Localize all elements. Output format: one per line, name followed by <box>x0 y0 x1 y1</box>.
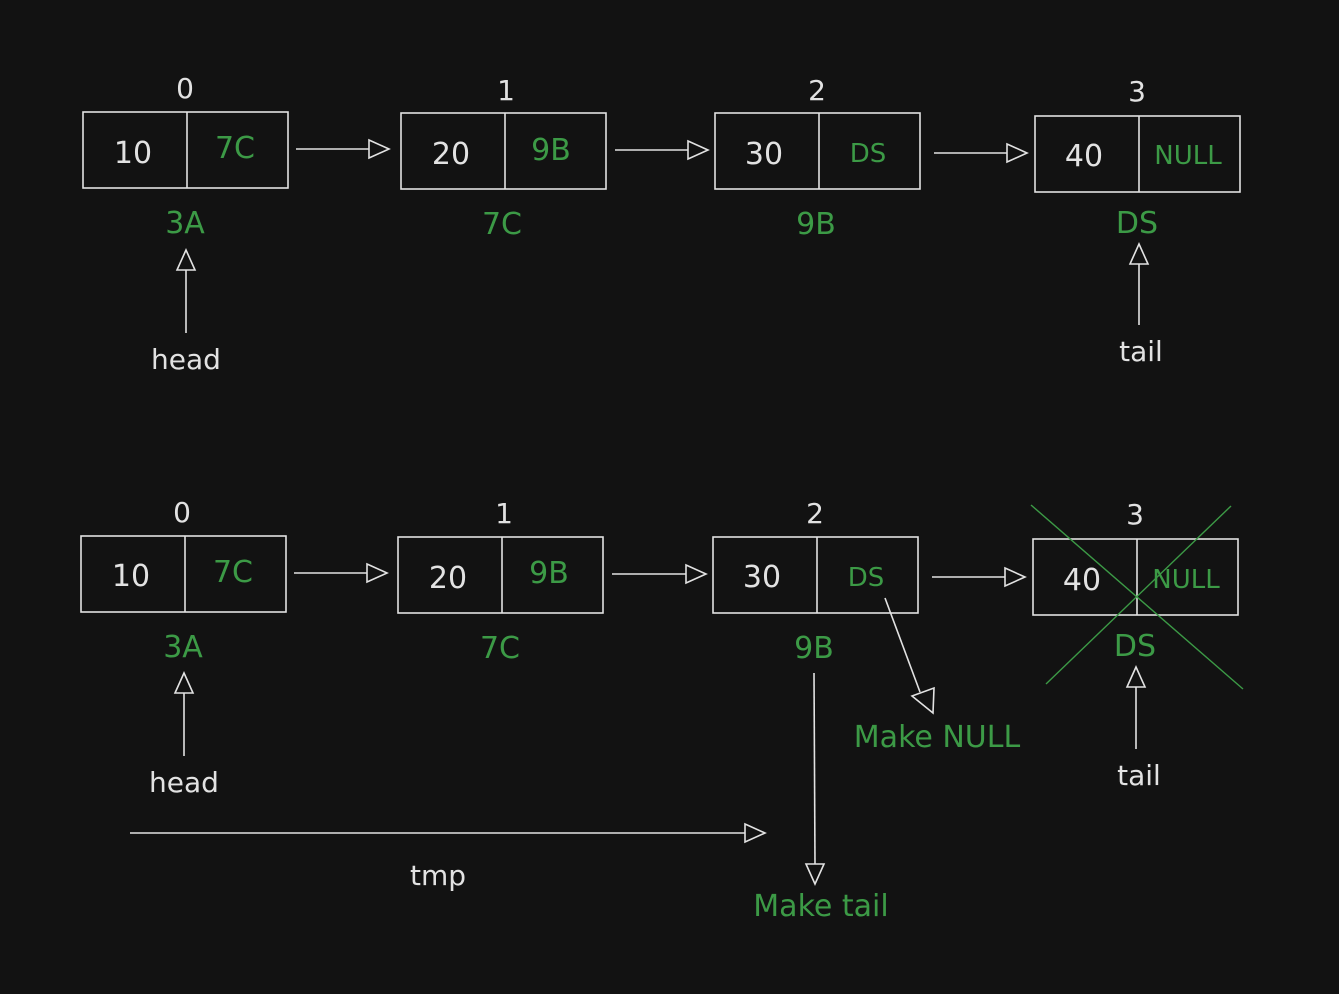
delete-cross-mark <box>1030 504 1244 690</box>
node-index: 1 <box>495 497 513 530</box>
node-next-pointer: DS <box>848 563 885 593</box>
node-value: 40 <box>1065 139 1103 174</box>
make-null-label: Make NULL <box>854 720 1021 755</box>
top-list: 0 10 7C 3A 1 20 9B 7C 2 30 DS 9B 3 <box>82 72 1241 376</box>
node-box <box>1034 115 1241 193</box>
node-value: 20 <box>432 137 470 172</box>
tmp-label: tmp <box>410 859 466 892</box>
head-label: head <box>149 766 219 799</box>
node-value: 40 <box>1063 563 1101 598</box>
node-box <box>714 112 921 190</box>
tmp-traversal-arrow <box>130 822 767 844</box>
bottom-link-arrow-1-2 <box>612 563 708 585</box>
node-index: 3 <box>1126 498 1144 531</box>
top-link-arrow-2-3 <box>934 142 1029 164</box>
bottom-node-2: 2 30 DS 9B <box>712 497 919 666</box>
node-value: 10 <box>114 136 152 171</box>
node-index: 0 <box>176 72 194 105</box>
node-address: DS <box>1116 206 1158 241</box>
node-next-pointer: DS <box>850 139 887 169</box>
top-node-2: 2 30 DS 9B <box>714 74 921 242</box>
head-label: head <box>151 343 221 376</box>
node-next-pointer: NULL <box>1152 565 1220 595</box>
node-value: 30 <box>745 137 783 172</box>
tail-label: tail <box>1119 335 1163 368</box>
top-node-3: 3 40 NULL DS <box>1034 75 1241 241</box>
node-next-pointer: NULL <box>1154 141 1222 171</box>
node-address: 3A <box>165 206 205 241</box>
node-address: 9B <box>794 631 834 666</box>
node-index: 2 <box>808 74 826 107</box>
make-tail-label: Make tail <box>753 889 888 924</box>
node-box <box>712 536 919 614</box>
bottom-link-arrow-0-1 <box>294 562 389 584</box>
tail-label: tail <box>1117 759 1161 792</box>
node-value: 30 <box>743 560 781 595</box>
node-next-pointer: 7C <box>213 555 253 590</box>
node-next-pointer: 7C <box>215 131 255 166</box>
node-address: 9B <box>796 207 836 242</box>
bottom-node-3-deleted: 3 40 NULL DS <box>1030 498 1244 690</box>
top-link-arrow-1-2 <box>615 139 710 161</box>
node-box <box>1032 538 1239 616</box>
bottom-head-pointer <box>173 671 195 756</box>
bottom-node-1: 1 20 9B 7C <box>397 497 604 666</box>
make-tail-arrow <box>804 672 826 886</box>
make-null-arrow <box>884 597 935 715</box>
node-box <box>80 535 287 613</box>
node-box <box>82 111 289 189</box>
bottom-tail-pointer <box>1125 665 1147 749</box>
node-index: 1 <box>497 74 515 107</box>
node-address: 7C <box>482 207 522 242</box>
bottom-link-arrow-2-3 <box>932 566 1027 588</box>
node-index: 3 <box>1128 75 1146 108</box>
node-address: 7C <box>480 631 520 666</box>
node-value: 10 <box>112 559 150 594</box>
top-tail-pointer <box>1128 242 1150 325</box>
node-index: 0 <box>173 496 191 529</box>
top-head-pointer <box>175 248 197 333</box>
node-next-pointer: 9B <box>531 133 571 168</box>
bottom-list: 0 10 7C 3A 1 20 9B 7C 2 30 DS 9B 3 <box>80 496 1244 924</box>
top-node-0: 0 10 7C 3A <box>82 72 289 241</box>
bottom-node-0: 0 10 7C 3A <box>80 496 287 665</box>
top-node-1: 1 20 9B 7C <box>400 74 607 242</box>
node-address: 3A <box>163 630 203 665</box>
node-address: DS <box>1114 629 1156 664</box>
node-index: 2 <box>806 497 824 530</box>
node-next-pointer: 9B <box>529 556 569 591</box>
node-box <box>397 536 604 614</box>
top-link-arrow-0-1 <box>296 138 391 160</box>
node-value: 20 <box>429 561 467 596</box>
node-box <box>400 112 607 190</box>
